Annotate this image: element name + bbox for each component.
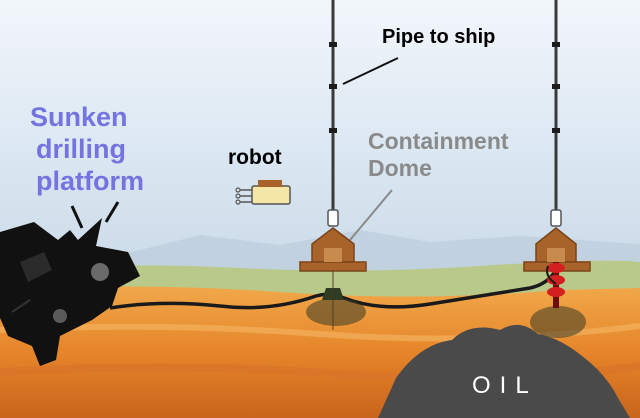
platform-label-line3: platform <box>36 165 144 196</box>
robot-icon <box>235 180 291 205</box>
sunken-platform-wreck <box>0 201 140 366</box>
flow-valve <box>546 262 565 308</box>
dome-label: Containment Dome <box>368 128 509 182</box>
pipe-to-ship-left <box>327 0 339 227</box>
robot-label: robot <box>228 146 282 169</box>
platform-label-line1: Sunken <box>30 102 128 132</box>
containment-dome-left <box>299 227 367 330</box>
pipe-to-ship-right <box>550 0 562 227</box>
platform-label-line2: drilling <box>36 133 126 164</box>
pipe-label: Pipe to ship <box>382 26 496 48</box>
platform-label: Sunken drilling platform <box>30 102 144 198</box>
leaking-pipeline <box>109 269 558 310</box>
oil-reservoir <box>378 324 630 418</box>
dome-label-line2: Dome <box>368 155 432 182</box>
oil-label: OIL <box>472 372 538 399</box>
dome-label-pointer <box>349 189 393 241</box>
dome-label-line1: Containment <box>368 128 509 154</box>
pipe-label-pointer <box>342 57 399 85</box>
